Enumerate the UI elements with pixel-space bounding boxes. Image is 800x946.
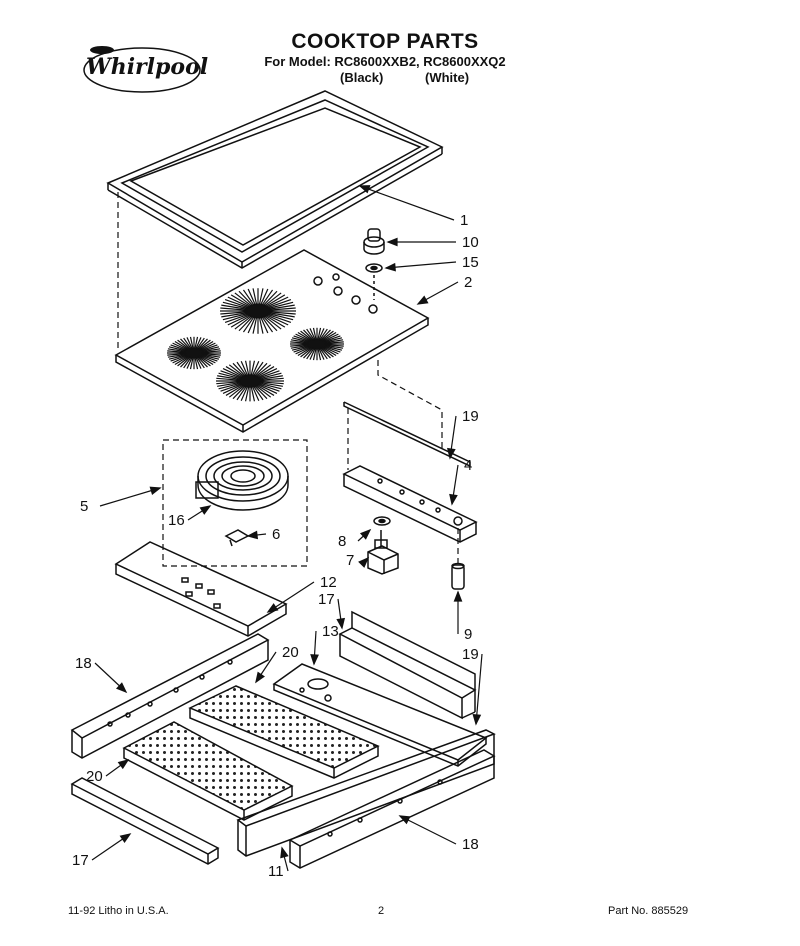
callout-18: 18 [462, 836, 479, 853]
part-front-channel [70, 777, 220, 865]
part-bottom-tray [236, 729, 496, 857]
leader-line-19 [475, 653, 483, 725]
part-control-bracket [342, 465, 478, 543]
part-insulation-upper [188, 685, 380, 779]
callout-16: 16 [168, 512, 185, 529]
part-side-rail-right [288, 749, 496, 869]
part-radiant-element [195, 450, 289, 511]
arrowhead-8 [359, 528, 372, 540]
callout-20: 20 [282, 644, 299, 661]
callout-12: 12 [320, 574, 337, 591]
arrowhead-18 [398, 815, 411, 825]
part-switch-spacer [373, 516, 391, 526]
brand-name: Whirlpool [86, 54, 209, 80]
callout-10: 10 [462, 234, 479, 251]
callout-5: 5 [80, 498, 88, 515]
part-side-rail-left [70, 633, 270, 759]
arrowhead-15 [384, 262, 396, 272]
callout-15: 15 [462, 254, 479, 271]
arrowhead-17 [336, 617, 346, 630]
callout-13: 13 [322, 623, 339, 640]
callout-9: 9 [464, 626, 472, 643]
arrowhead-7 [358, 556, 370, 568]
callout-19: 19 [462, 646, 479, 663]
callout-1: 1 [460, 212, 468, 229]
part-insulation-lower [122, 721, 294, 821]
arrowhead-20 [255, 671, 265, 684]
brand-logo: Whirlpool [80, 40, 210, 100]
part-fuse-holder [451, 562, 465, 590]
callout-19: 19 [462, 408, 479, 425]
leader-line-18 [399, 815, 457, 845]
arrowhead-12 [266, 603, 279, 613]
arrowhead-1 [358, 185, 371, 194]
part-switch [367, 530, 399, 575]
callout-8: 8 [338, 533, 346, 550]
part-element-bracket [114, 541, 288, 637]
callout-7: 7 [346, 552, 354, 569]
footer-page-number: 2 [378, 905, 385, 917]
arrowhead-18 [115, 682, 128, 694]
arrowhead-13 [310, 654, 319, 666]
arrowhead-4 [449, 493, 458, 506]
callout-6: 6 [272, 526, 280, 543]
arrowhead-19 [447, 447, 456, 460]
part-knob [363, 228, 385, 255]
part-rear-channel [338, 610, 477, 720]
leader-line-5 [99, 487, 161, 507]
footer-litho: 11-92 Litho in U.S.A. [68, 905, 169, 917]
color-black: (Black) [340, 70, 384, 85]
page-title: COOKTOP PARTS [291, 30, 479, 53]
part-glass-top [114, 249, 430, 433]
callout-18: 18 [75, 655, 92, 672]
part-clip [224, 529, 250, 547]
brand-swoosh [83, 46, 201, 93]
arrowhead-10 [386, 237, 398, 247]
arrowhead-16 [199, 505, 212, 515]
arrowhead-20 [117, 759, 130, 770]
arrowhead-5 [149, 486, 162, 495]
part-knob-spacer [365, 263, 383, 300]
leader-dashes [117, 192, 459, 567]
callout-11: 11 [268, 863, 284, 880]
part-base-pan [272, 663, 488, 767]
color-white: (White) [425, 70, 470, 85]
arrowhead-2 [416, 295, 429, 305]
callout-17: 17 [72, 852, 89, 869]
arrowhead-9 [453, 590, 463, 602]
callout-20: 20 [86, 768, 103, 785]
arrowhead-19 [472, 714, 482, 726]
footer-part-number: Part No. 885529 [608, 905, 689, 917]
arrowhead-11 [280, 846, 289, 859]
leader-arrows [91, 185, 483, 872]
arrowhead-17 [119, 833, 132, 844]
leader-line-1 [359, 185, 455, 221]
part-seal-strip [343, 401, 471, 468]
callout-17: 17 [318, 591, 335, 608]
callout-2: 2 [464, 274, 472, 291]
leader-line-15 [385, 261, 457, 269]
burner-marks [167, 288, 344, 402]
arrowhead-6 [246, 530, 259, 540]
callout-4: 4 [464, 457, 472, 474]
model-line: For Model: RC8600XXB2, RC8600XXQ2 [264, 54, 506, 69]
